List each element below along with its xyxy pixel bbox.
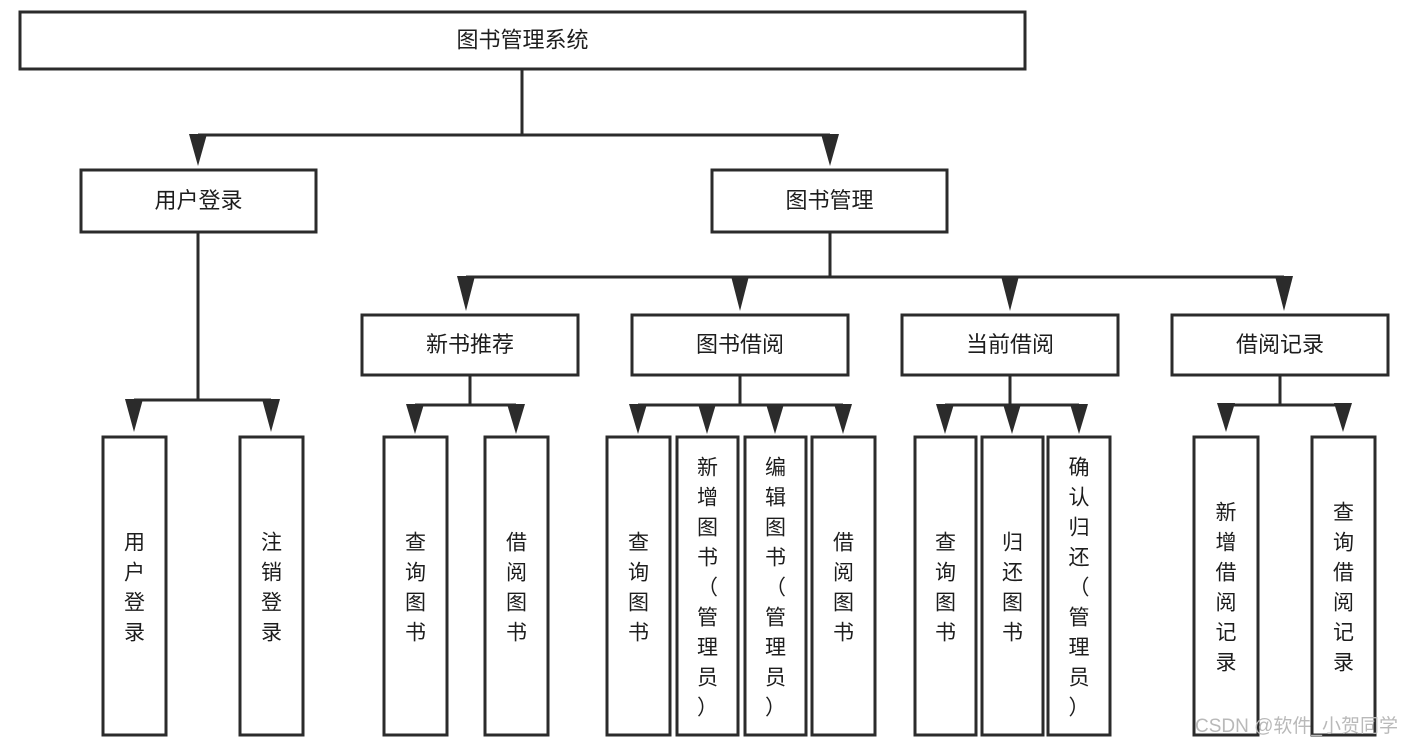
node-n-current-borrow-box[interactable] — [900, 313, 1120, 377]
arrowhead-icon — [1334, 403, 1352, 432]
node-n-current-borrow[interactable]: 当前借阅 — [900, 313, 1120, 377]
arrowhead-icon — [698, 404, 716, 434]
node-n-book-borrow-label: 图书借阅 — [696, 332, 784, 357]
node-l-query-book-rec-label: 查询图书 — [405, 531, 426, 644]
arrowhead-icon — [507, 404, 525, 434]
node-l-query-book-current-label: 查询图书 — [935, 531, 956, 644]
node-l-query-borrow-record[interactable]: 查询借阅记录 — [1310, 435, 1377, 737]
node-n-borrow-record-box[interactable] — [1170, 313, 1390, 377]
node-root-root[interactable]: 图书管理系统 — [18, 10, 1027, 71]
node-l-user-logout-label: 注销登录 — [261, 531, 282, 644]
node-n-book-manage-label: 图书管理 — [785, 188, 873, 213]
node-l-add-book-admin[interactable]: 新增图书（管理员） — [675, 435, 740, 737]
node-l-user-login-box[interactable] — [101, 435, 168, 737]
arrowhead-icon — [262, 399, 280, 432]
node-n-new-book-rec-box[interactable] — [360, 313, 580, 377]
node-l-add-borrow-record[interactable]: 新增借阅记录 — [1192, 435, 1260, 737]
node-root-root-box[interactable] — [18, 10, 1027, 71]
watermark-text: CSDN @软件_小贺同学 — [1195, 715, 1398, 737]
arrowhead-icon — [766, 404, 784, 434]
node-l-query-book-borrow-box[interactable] — [605, 435, 672, 737]
node-l-return-book-box[interactable] — [980, 435, 1045, 737]
arrowhead-icon — [936, 404, 954, 434]
arrowhead-icon — [629, 404, 647, 434]
node-layer: 图书管理系统用户登录图书管理新书推荐图书借阅当前借阅借阅记录用户登录注销登录查询… — [18, 10, 1390, 737]
arrowhead-layer — [125, 134, 1352, 434]
node-l-add-book-admin-box[interactable] — [675, 435, 740, 737]
node-l-user-logout[interactable]: 注销登录 — [238, 435, 305, 737]
node-root-root-label: 图书管理系统 — [456, 27, 588, 52]
arrowhead-icon — [406, 404, 424, 434]
node-n-borrow-record-label: 借阅记录 — [1236, 332, 1324, 357]
node-n-book-borrow[interactable]: 图书借阅 — [630, 313, 850, 377]
node-l-confirm-return-admin-box[interactable] — [1046, 435, 1112, 737]
node-l-borrow-book-rec[interactable]: 借阅图书 — [483, 435, 550, 737]
node-l-borrow-book-rec-label: 借阅图书 — [506, 531, 527, 644]
arrowhead-icon — [125, 399, 143, 432]
arrowhead-icon — [189, 134, 207, 166]
arrowhead-icon — [1217, 403, 1235, 432]
node-l-borrow-book-box[interactable] — [810, 435, 877, 737]
node-n-user-login-box[interactable] — [79, 168, 318, 234]
node-n-new-book-rec[interactable]: 新书推荐 — [360, 313, 580, 377]
node-l-borrow-book-rec-box[interactable] — [483, 435, 550, 737]
node-l-confirm-return-admin[interactable]: 确认归还（管理员） — [1046, 435, 1112, 737]
node-n-book-borrow-box[interactable] — [630, 313, 850, 377]
node-l-query-book-borrow-label: 查询图书 — [628, 531, 649, 644]
node-l-edit-book-admin-box[interactable] — [743, 435, 808, 737]
node-l-user-login-label: 用户登录 — [124, 531, 145, 644]
arrowhead-icon — [1275, 276, 1293, 311]
node-n-book-manage[interactable]: 图书管理 — [710, 168, 949, 234]
node-n-new-book-rec-label: 新书推荐 — [426, 332, 514, 357]
arrowhead-icon — [1001, 276, 1019, 311]
node-l-edit-book-admin[interactable]: 编辑图书（管理员） — [743, 435, 808, 737]
node-l-add-book-admin-label: 新增图书（管理员） — [697, 456, 718, 719]
node-n-user-login[interactable]: 用户登录 — [79, 168, 318, 234]
node-l-confirm-return-admin-label: 确认归还（管理员） — [1069, 456, 1090, 719]
node-l-return-book[interactable]: 归还图书 — [980, 435, 1045, 737]
node-l-return-book-label: 归还图书 — [1002, 531, 1023, 644]
node-l-query-book-rec-box[interactable] — [382, 435, 449, 737]
arrowhead-icon — [1070, 404, 1088, 434]
node-l-query-book-rec[interactable]: 查询图书 — [382, 435, 449, 737]
arrowhead-icon — [834, 404, 852, 434]
node-l-query-book-current-box[interactable] — [913, 435, 978, 737]
node-l-query-book-current[interactable]: 查询图书 — [913, 435, 978, 737]
node-l-borrow-book-label: 借阅图书 — [833, 531, 854, 644]
node-l-query-borrow-record-label: 查询借阅记录 — [1333, 501, 1354, 674]
node-l-query-borrow-record-box[interactable] — [1310, 435, 1377, 737]
node-l-add-borrow-record-box[interactable] — [1192, 435, 1260, 737]
node-l-user-logout-box[interactable] — [238, 435, 305, 737]
node-n-current-borrow-label: 当前借阅 — [966, 332, 1054, 357]
node-n-user-login-label: 用户登录 — [154, 188, 242, 213]
arrowhead-icon — [731, 276, 749, 311]
node-l-query-book-borrow[interactable]: 查询图书 — [605, 435, 672, 737]
node-n-borrow-record[interactable]: 借阅记录 — [1170, 313, 1390, 377]
arrowhead-icon — [821, 134, 839, 166]
node-l-edit-book-admin-label: 编辑图书（管理员） — [765, 456, 786, 719]
arrowhead-icon — [457, 276, 475, 311]
node-l-borrow-book[interactable]: 借阅图书 — [810, 435, 877, 737]
node-n-book-manage-box[interactable] — [710, 168, 949, 234]
node-l-user-login[interactable]: 用户登录 — [101, 435, 168, 737]
node-l-add-borrow-record-label: 新增借阅记录 — [1216, 501, 1237, 674]
arrowhead-icon — [1003, 404, 1021, 434]
